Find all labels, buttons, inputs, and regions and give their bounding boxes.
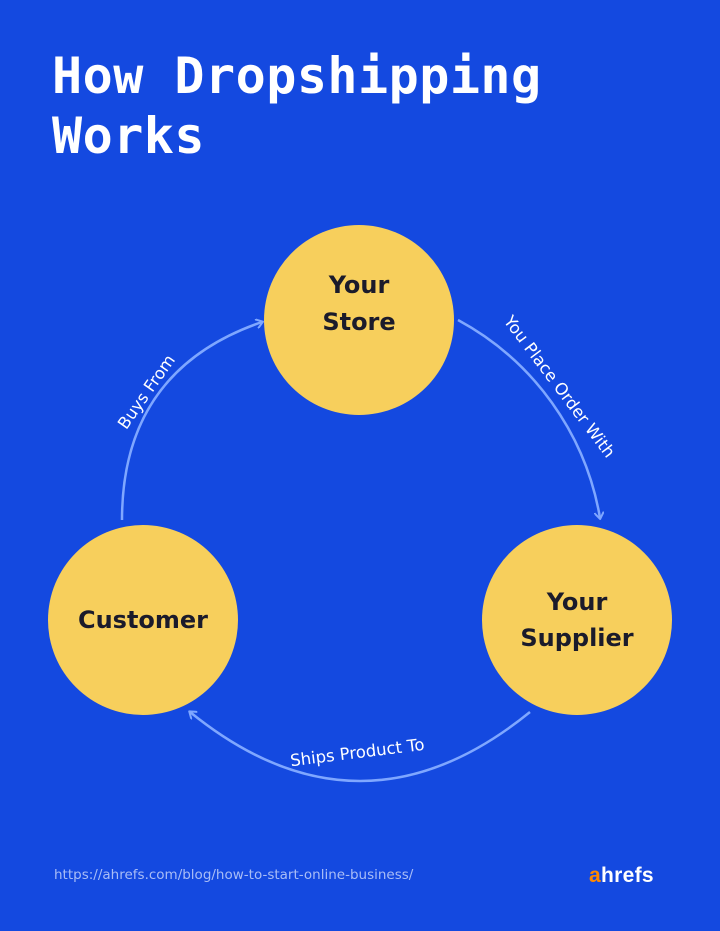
node-your-store-line-1: Your xyxy=(328,271,390,299)
node-your-supplier-line-2: Supplier xyxy=(520,624,633,652)
edge-label-customer-to-store: Buys From xyxy=(114,351,179,433)
title-line-2: Works xyxy=(52,107,206,165)
node-your-supplier: Your Supplier xyxy=(482,525,672,715)
ahrefs-logo-accent: a xyxy=(589,864,601,887)
page-title: How Dropshipping Works xyxy=(52,46,672,166)
arrow-store-to-supplier xyxy=(457,318,600,518)
edge-label-supplier-to-customer: Ships Product To xyxy=(289,735,425,770)
ahrefs-logo: ahrefs xyxy=(589,864,654,888)
node-your-store: Your Store xyxy=(264,225,454,415)
title-line-1: How Dropshipping xyxy=(52,47,542,105)
node-your-supplier-line-1: Your xyxy=(546,588,608,616)
arrow-supplier-to-customer xyxy=(190,712,531,783)
node-your-store-line-2: Store xyxy=(322,308,395,336)
source-url-link[interactable]: https://ahrefs.com/blog/how-to-start-onl… xyxy=(54,867,414,883)
node-customer-label: Customer xyxy=(78,606,208,634)
ahrefs-logo-rest: hrefs xyxy=(600,864,654,887)
edge-label-store-to-supplier: You Place Order With xyxy=(499,311,619,461)
node-customer: Customer xyxy=(48,525,238,715)
arrow-customer-to-store xyxy=(120,322,262,521)
